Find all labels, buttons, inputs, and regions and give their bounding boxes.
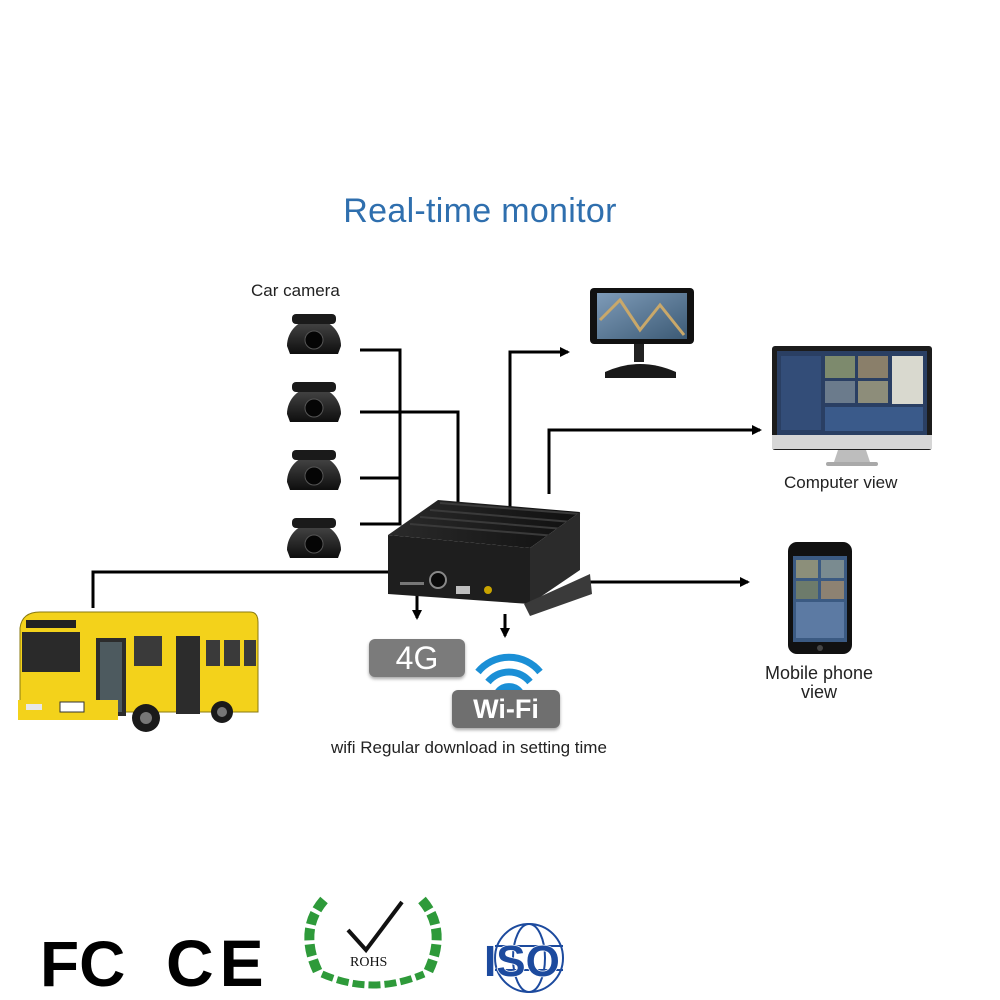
dome-camera-icon: [287, 450, 341, 490]
svg-text:FC: FC: [40, 928, 125, 1000]
dome-camera-icon: [287, 314, 341, 354]
svg-text:ISO: ISO: [484, 937, 560, 986]
car-camera-label: Car camera: [251, 281, 340, 300]
badge-wifi: Wi-Fi: [452, 690, 560, 728]
fcc-logo: FC: [40, 928, 125, 1000]
desktop-computer-icon: [772, 346, 932, 466]
computer-view-label: Computer view: [784, 473, 898, 492]
dome-camera-icon: [287, 518, 341, 558]
svg-text:ROHS: ROHS: [350, 955, 387, 970]
mobile-view-label-line1: Mobile phone: [764, 663, 874, 683]
rohs-logo: ROHS: [304, 896, 442, 989]
mobile-view-label-line2: view: [800, 682, 837, 702]
dome-camera-icon: [287, 382, 341, 422]
mobile-view-label: Mobile phone view: [744, 664, 894, 702]
smartphone-icon: [788, 542, 852, 654]
svg-text:CE: CE: [166, 926, 270, 1000]
badge-4g: 4G: [369, 639, 465, 677]
ce-logo: CE: [166, 926, 270, 1000]
page-title: Real-time monitor: [343, 192, 617, 230]
connection-lines: [91, 347, 762, 638]
bus-icon: [18, 611, 259, 732]
mobile-dvr-icon: [388, 500, 592, 616]
wifi-note-label: wifi Regular download in setting time: [331, 738, 607, 757]
car-camera-group: [287, 314, 341, 558]
iso-logo: ISO: [483, 923, 564, 993]
car-monitor-icon: [590, 288, 694, 378]
